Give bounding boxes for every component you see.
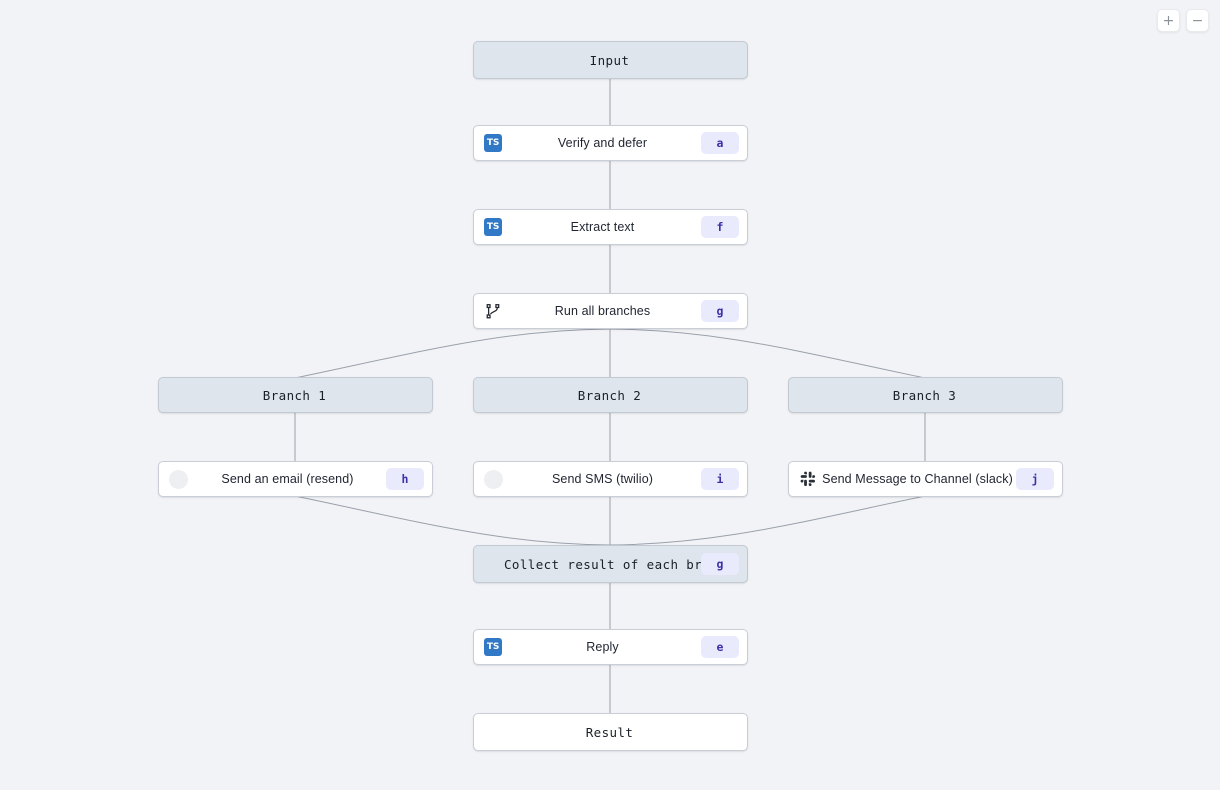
node-send-email[interactable]: Send an email (resend) h: [158, 461, 433, 497]
git-branch-icon: [482, 300, 504, 322]
node-reply-badge[interactable]: e: [701, 636, 739, 658]
node-result-label: Result: [585, 724, 634, 740]
badge-spacer: [400, 384, 424, 406]
node-send-sms-badge[interactable]: i: [701, 468, 739, 490]
node-verify-and-defer[interactable]: TS Verify and defer a: [473, 125, 748, 161]
node-extract-text-label: Extract text: [570, 220, 635, 234]
typescript-icon-glyph: TS: [484, 134, 502, 152]
typescript-icon: TS: [482, 132, 504, 154]
node-verify-and-defer-label: Verify and defer: [557, 136, 648, 150]
node-collect-result-badge[interactable]: g: [701, 553, 739, 575]
node-branch-1[interactable]: Branch 1: [158, 377, 433, 413]
node-input-label: Input: [589, 52, 630, 68]
node-send-email-badge[interactable]: h: [386, 468, 424, 490]
node-reply-label: Reply: [586, 640, 619, 654]
node-send-slack-message-label: Send Message to Channel (slack): [822, 472, 1013, 486]
typescript-icon: TS: [482, 636, 504, 658]
node-send-slack-message[interactable]: Send Message to Channel (slack) j: [788, 461, 1063, 497]
node-branch-3-label: Branch 3: [892, 387, 957, 403]
zoom-controls: + −: [1157, 9, 1209, 32]
zoom-in-button[interactable]: +: [1157, 9, 1180, 32]
node-run-all-branches[interactable]: Run all branches g: [473, 293, 748, 329]
badge-spacer: [715, 384, 739, 406]
node-run-all-branches-badge[interactable]: g: [701, 300, 739, 322]
badge-spacer: [1030, 384, 1054, 406]
node-result[interactable]: Result: [473, 713, 748, 751]
node-branch-2-label: Branch 2: [577, 387, 642, 403]
badge-spacer: [715, 721, 739, 743]
node-branch-3[interactable]: Branch 3: [788, 377, 1063, 413]
slack-icon: [797, 468, 819, 490]
typescript-icon: TS: [482, 216, 504, 238]
node-send-sms-label: Send SMS (twilio): [551, 472, 654, 486]
node-send-sms[interactable]: Send SMS (twilio) i: [473, 461, 748, 497]
edge-runall-branch3: [609, 328, 926, 379]
node-reply[interactable]: TS Reply e: [473, 629, 748, 665]
zoom-out-button[interactable]: −: [1186, 9, 1209, 32]
node-verify-and-defer-badge[interactable]: a: [701, 132, 739, 154]
badge-spacer: [715, 49, 739, 71]
typescript-icon-glyph: TS: [484, 218, 502, 236]
edge-runall-branch1: [294, 328, 611, 379]
resend-icon-glyph: [168, 469, 188, 489]
node-branch-2[interactable]: Branch 2: [473, 377, 748, 413]
node-collect-result-label: Collect result of each branch: [504, 556, 701, 572]
edge-email-collect: [294, 495, 611, 546]
node-send-slack-message-badge[interactable]: j: [1016, 468, 1054, 490]
node-extract-text-badge[interactable]: f: [701, 216, 739, 238]
typescript-icon-glyph: TS: [484, 638, 502, 656]
node-collect-result[interactable]: Collect result of each branch g: [473, 545, 748, 583]
edge-slack-collect: [609, 495, 926, 546]
node-branch-1-label: Branch 1: [262, 387, 327, 403]
resend-icon: [167, 468, 189, 490]
node-run-all-branches-label: Run all branches: [554, 304, 651, 318]
twilio-icon: [482, 468, 504, 490]
node-input[interactable]: Input: [473, 41, 748, 79]
twilio-icon-glyph: [483, 469, 503, 489]
node-extract-text[interactable]: TS Extract text f: [473, 209, 748, 245]
node-send-email-label: Send an email (resend): [221, 472, 354, 486]
